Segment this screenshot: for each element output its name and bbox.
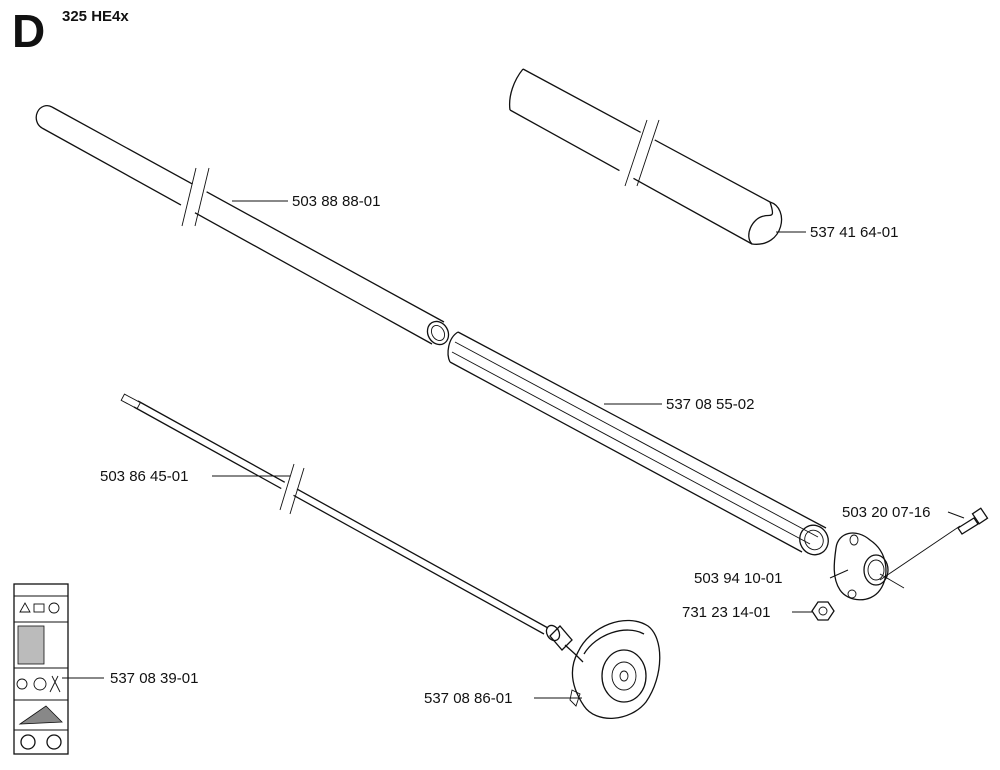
drive-shaft[interactable] bbox=[120, 393, 584, 663]
clamp[interactable] bbox=[833, 532, 905, 601]
section-letter: D bbox=[12, 5, 46, 57]
part-number-503-88-88-01: 503 88 88-01 bbox=[292, 193, 380, 210]
part-number-537-08-55-02: 537 08 55-02 bbox=[666, 396, 754, 413]
clutch-drum[interactable] bbox=[569, 619, 661, 719]
screw[interactable] bbox=[879, 507, 989, 581]
model-title: 325 HE4x bbox=[62, 8, 129, 25]
part-number-537-08-39-01: 537 08 39-01 bbox=[110, 670, 198, 687]
part-number-503-94-10-01: 503 94 10-01 bbox=[694, 570, 782, 587]
nut[interactable] bbox=[811, 601, 835, 621]
grip-sleeve[interactable] bbox=[447, 331, 834, 560]
leader-lines bbox=[62, 200, 965, 699]
part-number-537-08-86-01: 537 08 86-01 bbox=[424, 690, 512, 707]
warning-label[interactable] bbox=[13, 583, 69, 755]
part-number-503-20-07-16: 503 20 07-16 bbox=[842, 504, 930, 521]
upper-tube[interactable] bbox=[35, 105, 452, 349]
part-number-537-41-64-01: 537 41 64-01 bbox=[810, 224, 898, 241]
shaped-tube[interactable] bbox=[508, 68, 783, 245]
part-number-731-23-14-01: 731 23 14-01 bbox=[682, 604, 770, 621]
part-number-503-86-45-01: 503 86 45-01 bbox=[100, 468, 188, 485]
